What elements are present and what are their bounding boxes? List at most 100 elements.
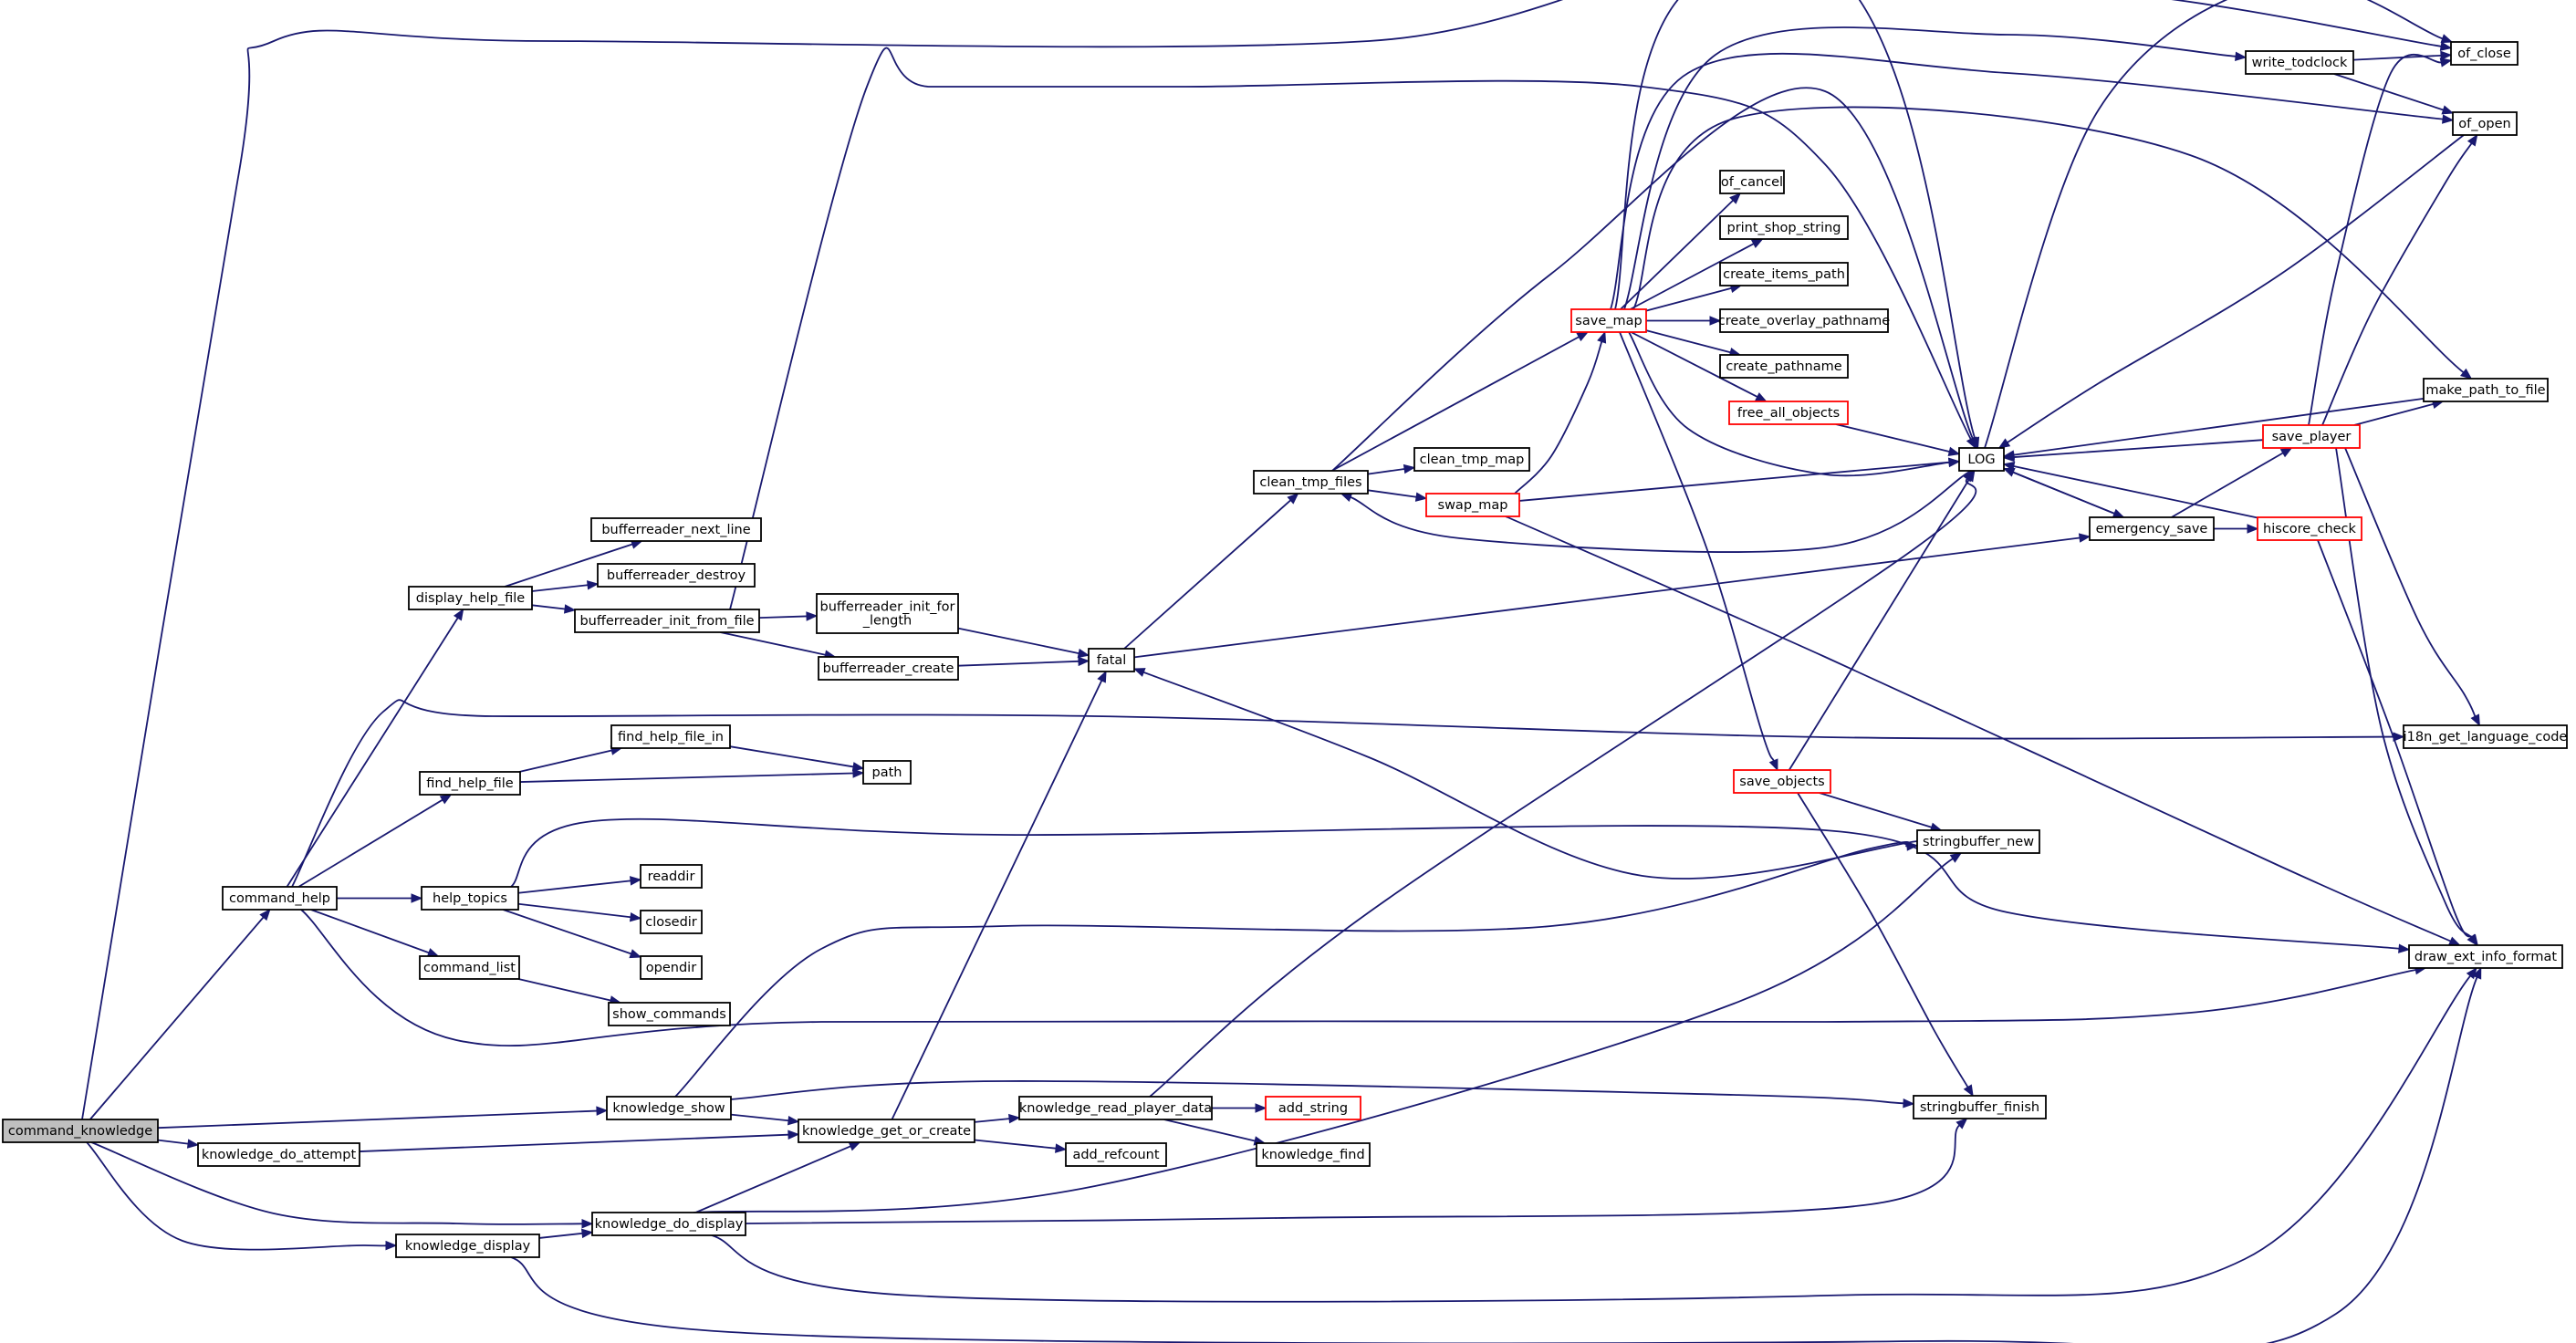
edge-command_knowledge-to-knowledge_show [157, 1106, 609, 1130]
node-box [1256, 1142, 1371, 1167]
node-stringbuffer-new[interactable]: stringbuffer_new [1916, 829, 2040, 854]
node-clean-tmp-files[interactable]: clean_tmp_files [1253, 470, 1369, 495]
node-hiscore-check[interactable]: hiscore_check [2257, 516, 2362, 541]
node-of-open[interactable]: of_open [2452, 111, 2518, 136]
node-draw-ext-info-format[interactable]: draw_ext_info_format [2408, 944, 2563, 969]
edge-arrowhead [259, 908, 271, 921]
node-label: swap_map [1438, 498, 1508, 513]
node-display-help-file[interactable]: display_help_file [408, 586, 533, 610]
edge-line [2353, 402, 2434, 426]
node-swap-map[interactable]: swap_map [1425, 493, 1520, 517]
node-box [2257, 516, 2362, 541]
node-stringbuffer-finish[interactable]: stringbuffer_finish [1913, 1095, 2047, 1119]
node-box [1719, 354, 1849, 379]
node-label: fatal [1097, 653, 1127, 668]
edge-arrowhead [1903, 1098, 1915, 1109]
node-command-help[interactable]: command_help [222, 886, 338, 911]
node-path[interactable]: path [862, 760, 912, 785]
node-label: help_topics [433, 891, 507, 906]
node-save-objects[interactable]: save_objects [1733, 769, 1831, 794]
node-label: add_string [1278, 1101, 1348, 1116]
node-knowledge-do-attempt[interactable]: knowledge_do_attempt [197, 1142, 360, 1167]
node-bufferreader-create[interactable]: bufferreader_create [818, 656, 959, 681]
edge-bufferreader_init_from_file-to-bufferreader_init_for_length [758, 611, 819, 621]
edge-knowledge_do_attempt-to-knowledge_get_or_create [359, 1130, 800, 1152]
node-show-commands[interactable]: show_commands [608, 1002, 731, 1026]
edge-arrowhead [2447, 936, 2461, 946]
edge-save_map-to-save_objects [1619, 331, 1778, 772]
edge-clean_tmp_files-to-swap_map [1367, 489, 1428, 502]
node-readdir[interactable]: readdir [640, 864, 703, 889]
node-free-all-objects[interactable]: free_all_objects [1728, 401, 1849, 425]
node-bufferreader-init-from-file[interactable]: bufferreader_init_from_file [574, 609, 760, 633]
edge-bufferreader_init_for_length-to-fatal [957, 627, 1090, 659]
node-fatal[interactable]: fatal [1088, 648, 1135, 672]
node-write-todclock[interactable]: write_todclock [2245, 50, 2354, 75]
node-LOG[interactable]: LOG [1958, 447, 2005, 472]
node-add-refcount[interactable]: add_refcount [1065, 1142, 1167, 1167]
edge-arrowhead [2440, 34, 2454, 44]
edge-arrowhead [1576, 331, 1590, 342]
node-add-string[interactable]: add_string [1265, 1096, 1361, 1120]
node-i18n-get-language-code[interactable]: i18n_get_language_code [2403, 724, 2568, 749]
node-box [2408, 944, 2563, 969]
edge-hiscore_check-to-LOG [2002, 461, 2258, 519]
edge-knowledge_get_or_create-to-knowledge_read_player_data [974, 1113, 1021, 1124]
node-save-map[interactable]: save_map [1570, 308, 1647, 333]
edge-line [720, 631, 826, 656]
edge-save_map-to-of_open [1610, 52, 2455, 310]
node-opendir[interactable]: opendir [640, 955, 703, 980]
node-create-items-path[interactable]: create_items_path [1719, 262, 1849, 286]
node-save-player[interactable]: save_player [2262, 424, 2361, 449]
node-command-knowledge[interactable]: command_knowledge [2, 1119, 159, 1143]
edge-line [519, 772, 854, 783]
node-help-topics[interactable]: help_topics [421, 886, 519, 911]
edge-knowledge_read_player_data-to-knowledge_find [1163, 1119, 1267, 1146]
edge-arrowhead [1965, 469, 1976, 483]
edge-line [1518, 461, 1950, 502]
node-label: stringbuffer_finish [1920, 1100, 2039, 1115]
edge-arrowhead [2002, 461, 2016, 472]
node-knowledge-get-or-create[interactable]: knowledge_get_or_create [798, 1119, 975, 1143]
edge-knowledge_get_or_create-to-fatal [891, 670, 1107, 1120]
node-create-overlay-pathname[interactable]: create_overlay_pathname [1718, 308, 1891, 333]
node-of-cancel[interactable]: of_cancel [1719, 170, 1785, 194]
node-knowledge-read-player-data[interactable]: knowledge_read_player_data [1018, 1096, 1213, 1120]
node-label: knowledge_do_display [595, 1217, 744, 1232]
edge-arrowhead [1963, 1084, 1974, 1098]
node-box [1018, 1096, 1213, 1120]
node-print-shop-string[interactable]: print_shop_string [1719, 215, 1849, 240]
node-label: command_list [423, 961, 516, 975]
node-create-pathname[interactable]: create_pathname [1719, 354, 1849, 379]
node-box [574, 609, 760, 633]
edge-fatal-to-clean_tmp_files [1123, 493, 1299, 650]
node-knowledge-do-display[interactable]: knowledge_do_display [591, 1212, 746, 1236]
node-find-help-file[interactable]: find_help_file [419, 771, 521, 796]
edge-arrowhead [1709, 316, 1722, 326]
edge-arrowhead [2002, 467, 2016, 477]
edge-line [694, 1145, 851, 1213]
node-clean-tmp-map[interactable]: clean_tmp_map [1413, 447, 1530, 472]
node-find-help-file-in[interactable]: find_help_file_in [610, 724, 731, 749]
node-bufferreader-next-line[interactable]: bufferreader_next_line [590, 517, 762, 542]
node-knowledge-display[interactable]: knowledge_display [395, 1234, 540, 1258]
edge-line [1630, 331, 1758, 398]
node-bufferreader-destroy[interactable]: bufferreader_destroy [597, 563, 756, 588]
node-emergency-save[interactable]: emergency_save [2089, 516, 2215, 541]
node-label: find_help_file_in [618, 730, 724, 744]
edge-line [1645, 286, 1732, 312]
node-closedir[interactable]: closedir [640, 910, 703, 934]
edge-line [1505, 515, 2451, 942]
edge-line [1797, 792, 1969, 1088]
edge-arrowhead [2441, 105, 2455, 115]
node-command-list[interactable]: command_list [419, 955, 520, 980]
node-of-close[interactable]: of_close [2450, 41, 2519, 66]
node-bufferreader-init-for-length[interactable]: bufferreader_init_for_length [816, 593, 959, 634]
node-make-path-to-file[interactable]: make_path_to_file [2423, 378, 2549, 402]
edge-save_map-to-of_cancel [1620, 193, 1742, 310]
edge-line [2013, 439, 2264, 458]
edge-arrowhead [787, 1130, 800, 1140]
node-knowledge-show[interactable]: knowledge_show [606, 1096, 732, 1120]
node-knowledge-find[interactable]: knowledge_find [1256, 1142, 1371, 1167]
